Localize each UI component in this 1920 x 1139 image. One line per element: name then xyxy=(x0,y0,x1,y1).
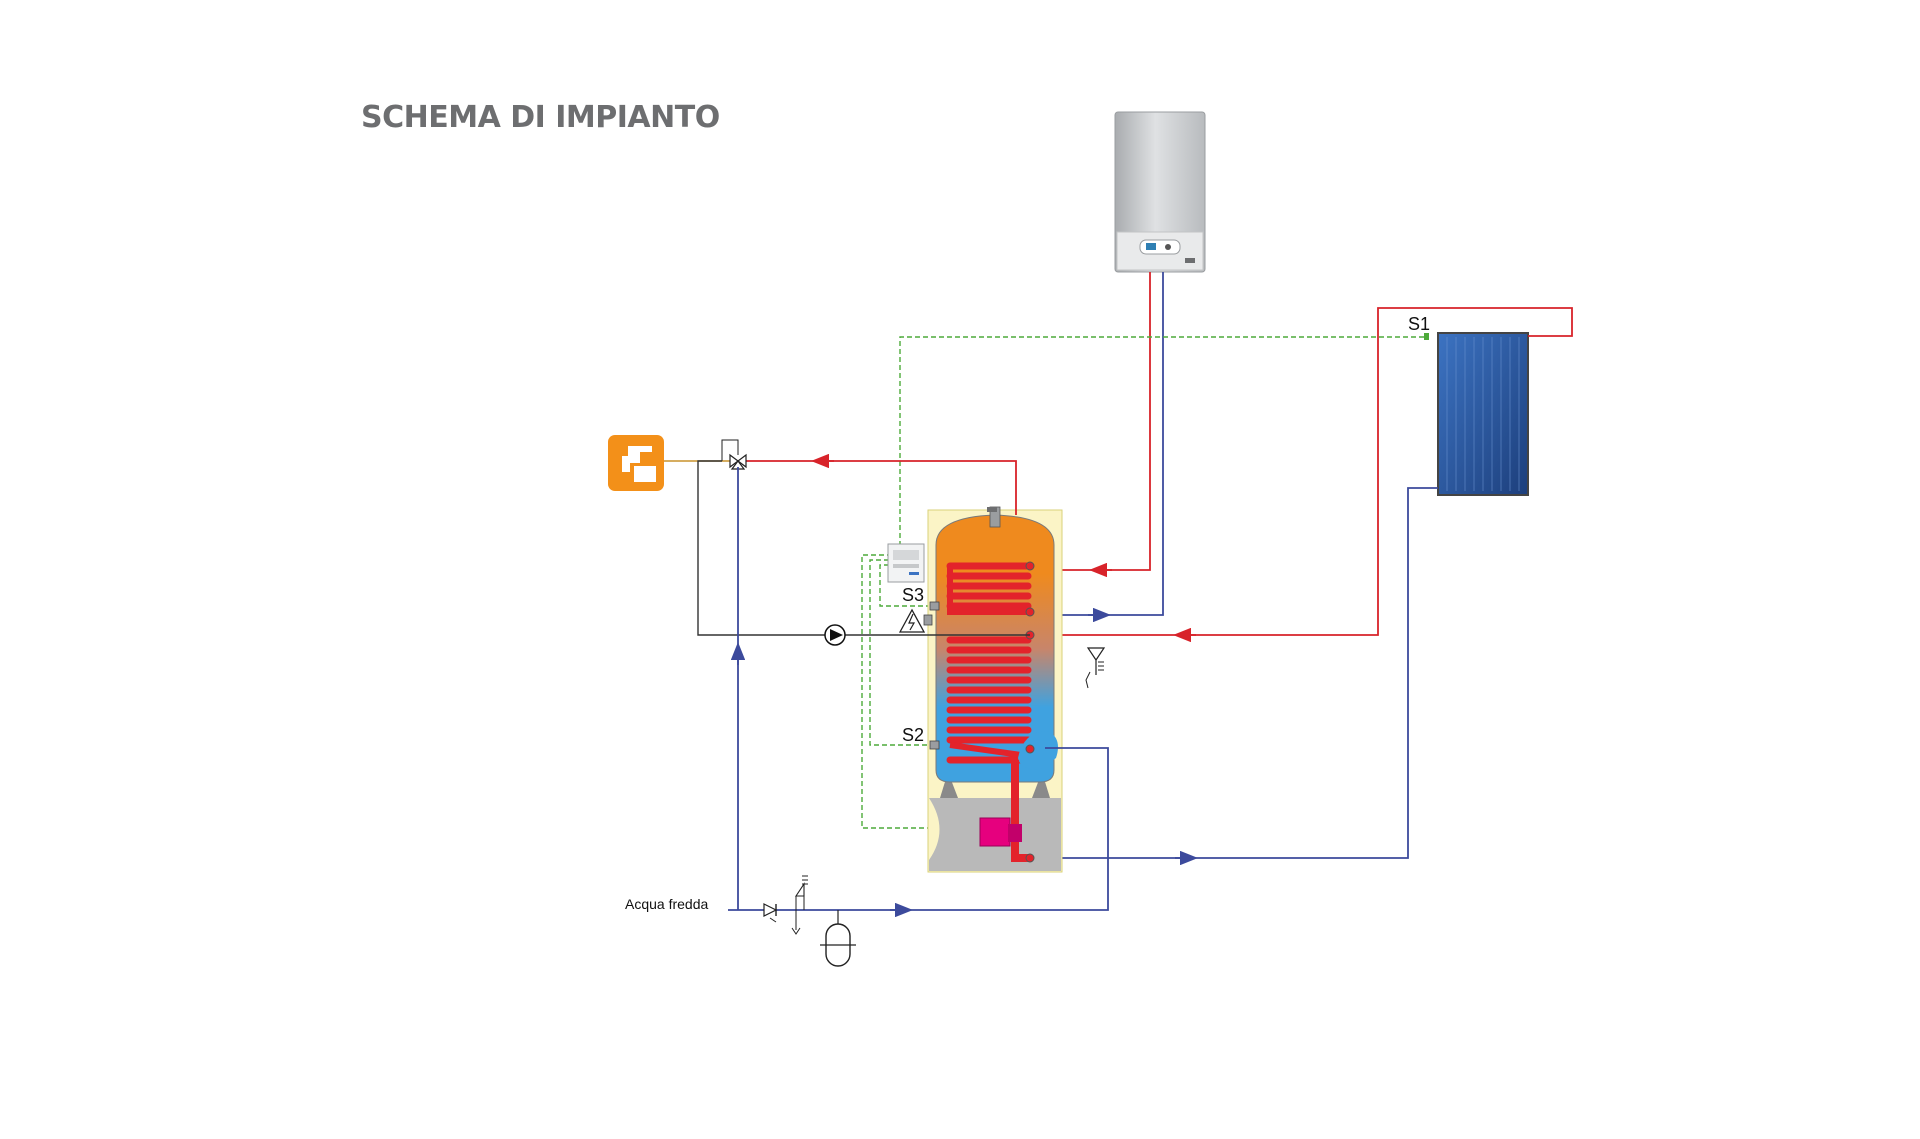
cold-water-label: Acqua fredda xyxy=(625,896,708,912)
s1-sensor-cable xyxy=(899,336,1424,545)
s1-sensor xyxy=(1424,333,1429,340)
circulator-pump-icon xyxy=(979,817,1022,847)
storage-tank-icon xyxy=(927,506,1063,873)
s2-sensor xyxy=(929,740,940,750)
s1-label: S1 xyxy=(1408,314,1430,334)
recirculation-pipe xyxy=(697,460,1030,636)
s3-label: S3 xyxy=(902,585,924,605)
s2-label: S2 xyxy=(902,725,924,745)
page-title: SCHEMA DI IMPIANTO xyxy=(361,100,720,135)
boiler-icon xyxy=(1114,111,1206,273)
three-way-valve-icon xyxy=(721,439,747,470)
solar-panel-icon xyxy=(1437,332,1529,496)
solar-flow-pipe xyxy=(1060,307,1573,636)
check-valve-icon xyxy=(763,903,778,923)
inlet-safety-valve-icon xyxy=(791,875,808,935)
tap-icon xyxy=(608,435,664,491)
solar-return-pipe xyxy=(1045,487,1438,859)
pump-control-cable xyxy=(861,554,980,829)
safety-valve-icon xyxy=(1085,647,1106,689)
recirculation-pump-icon xyxy=(824,624,846,646)
expansion-vessel-icon xyxy=(820,910,856,967)
solar-controller-icon xyxy=(887,543,925,583)
hot-water-pipe xyxy=(742,460,1017,515)
s3-sensor-cable xyxy=(879,564,939,607)
boiler-flow-pipe xyxy=(1060,272,1151,571)
boiler-return-pipe xyxy=(1045,272,1164,616)
cold-water-supply-pipe xyxy=(728,747,1109,911)
s2-sensor-cable xyxy=(869,559,935,746)
s3-sensor xyxy=(929,601,940,611)
electric-heater-warning-icon xyxy=(898,608,933,633)
